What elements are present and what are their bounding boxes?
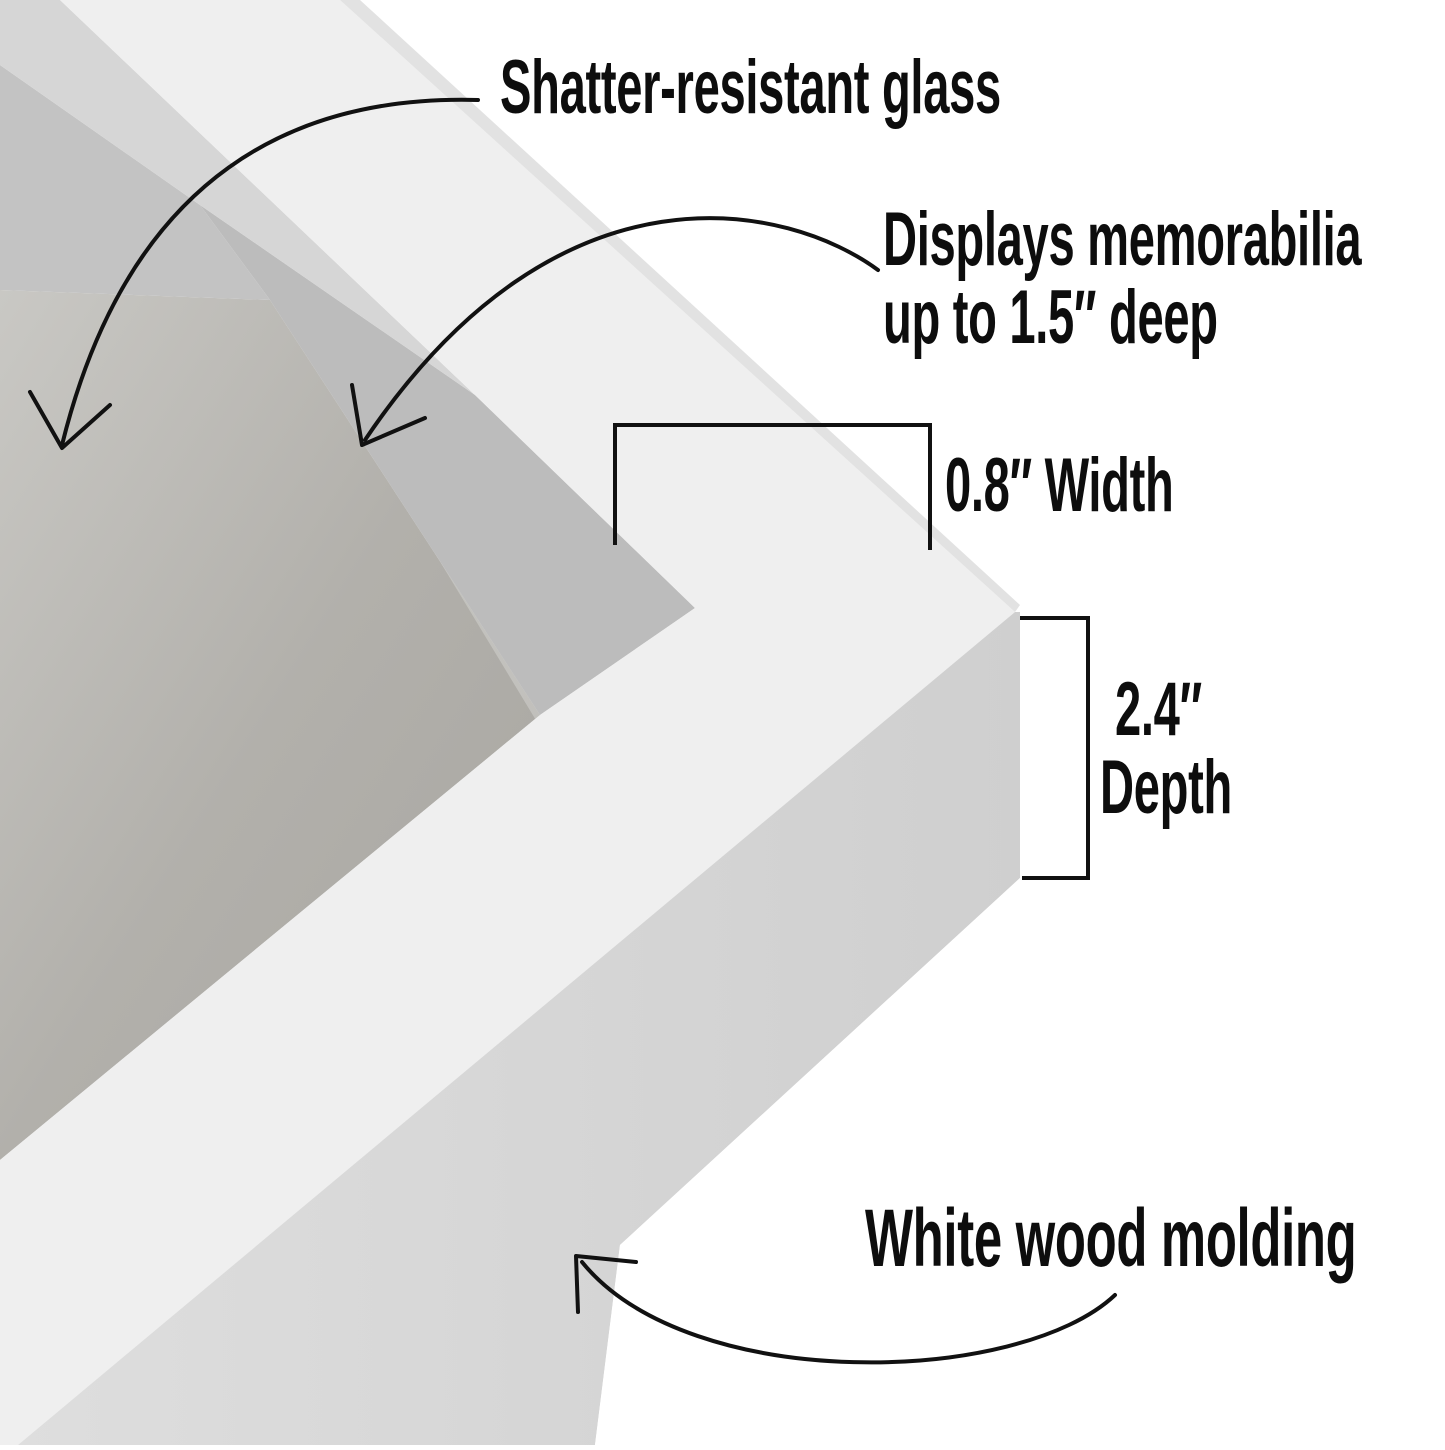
depth-bracket bbox=[1020, 616, 1090, 880]
glass-label: Shatter-resistant glass bbox=[500, 45, 1001, 130]
depth-arrow bbox=[363, 216, 880, 442]
depth-capacity-label-line1: Displays memorabilia bbox=[883, 197, 1362, 282]
glass-arrowhead bbox=[28, 390, 112, 450]
frame-face bbox=[0, 0, 1015, 1450]
depth-arrowhead bbox=[350, 383, 427, 447]
frame-side-lower bbox=[595, 878, 1020, 1445]
molding-label: White wood molding bbox=[865, 1193, 1357, 1284]
glass-arrow bbox=[60, 97, 480, 447]
inner-wall-top bbox=[0, 65, 270, 300]
depth-value-label: 2.4″ bbox=[1115, 667, 1202, 752]
width-label: 0.8″ Width bbox=[945, 443, 1174, 528]
depth-capacity-label-line2: up to 1.5″ deep bbox=[883, 275, 1218, 360]
width-bracket bbox=[613, 423, 932, 550]
inner-wall-highlight bbox=[0, 0, 475, 395]
molding-arrow bbox=[580, 1260, 1117, 1365]
molding-arrowhead bbox=[574, 1254, 638, 1314]
inner-wall-diagonal bbox=[200, 205, 695, 715]
frame-face-edge bbox=[340, 0, 1020, 612]
depth-word-label: Depth bbox=[1100, 745, 1232, 830]
frame-side bbox=[0, 612, 1020, 1450]
